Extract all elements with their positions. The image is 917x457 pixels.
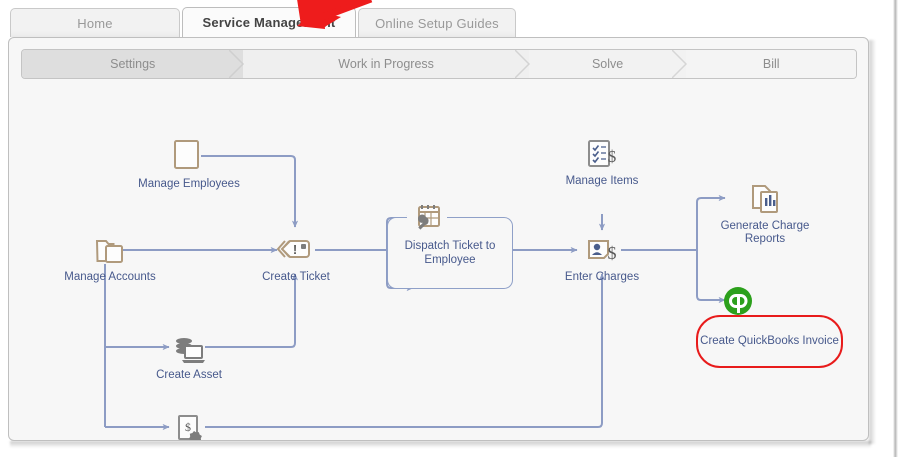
breadcrumb: Settings Work in Progress Solve Bill	[21, 49, 857, 79]
node-label: Dispatch Ticket to Employee	[404, 240, 496, 266]
ticket-tag-icon: !	[241, 230, 351, 268]
quickbooks-logo-icon	[723, 286, 753, 316]
node-label: Manage Accounts	[64, 271, 156, 283]
red-arrow-annotation-icon	[297, 0, 373, 29]
employee-card-wrench-icon	[134, 137, 244, 175]
chevron-right-icon	[672, 50, 688, 78]
breadcrumb-step-label: Settings	[110, 57, 156, 71]
breadcrumb-step-solve[interactable]: Solve	[528, 50, 688, 78]
breadcrumb-step-settings[interactable]: Settings	[22, 50, 245, 78]
asset-computer-stack-icon	[137, 328, 241, 366]
node-create-contract[interactable]: $ Create Contract	[134, 409, 244, 440]
node-label: Create Ticket	[262, 271, 330, 283]
diagram-connectors	[104, 155, 726, 431]
node-manage-accounts[interactable]: Manage Accounts	[54, 230, 166, 284]
service-management-panel: Settings Work in Progress Solve Bill	[8, 37, 869, 441]
svg-text:$: $	[185, 420, 191, 434]
breadcrumb-step-work-in-progress[interactable]: Work in Progress	[243, 50, 530, 78]
breadcrumb-step-label: Bill	[762, 57, 780, 71]
svg-text:!: !	[293, 242, 297, 257]
node-create-asset[interactable]: Create Asset	[137, 328, 241, 382]
svg-text:$: $	[608, 147, 617, 166]
node-dispatch-ticket-to-employee[interactable]: Dispatch Ticket to Employee	[387, 217, 513, 289]
panel-shadow-right	[869, 40, 876, 444]
checklist-dollar-icon: $	[549, 134, 655, 172]
node-create-quickbooks-invoice[interactable]: Create QuickBooks Invoice	[696, 315, 843, 368]
node-label: Enter Charges	[564, 271, 640, 283]
node-generate-charge-reports[interactable]: Generate Charge Reports	[703, 179, 827, 246]
panel-shadow-bottom	[10, 441, 871, 448]
node-label: Create Asset	[156, 369, 222, 381]
node-enter-charges[interactable]: $ Enter Charges	[546, 230, 658, 284]
node-label: Generate Charge Reports	[720, 220, 810, 245]
tab-home[interactable]: Home	[10, 8, 180, 37]
chevron-right-icon	[514, 50, 530, 78]
tab-online-setup-guides[interactable]: Online Setup Guides	[358, 8, 516, 37]
node-create-ticket[interactable]: ! Create Ticket	[241, 230, 351, 284]
breadcrumb-step-label: Solve	[591, 57, 624, 71]
node-label: Manage Items	[565, 175, 639, 187]
charge-person-dollar-icon: $	[546, 230, 658, 268]
svg-text:$: $	[608, 243, 617, 263]
node-manage-employees[interactable]: Manage Employees	[134, 137, 244, 191]
account-folder-person-icon	[54, 230, 166, 268]
chevron-right-icon	[229, 50, 245, 78]
window-edge-divider	[893, 0, 898, 457]
contract-dollar-seal-icon: $	[134, 409, 244, 440]
node-label: Manage Employees	[138, 178, 240, 190]
node-manage-items[interactable]: $ Manage Items	[549, 134, 655, 188]
breadcrumb-step-label: Work in Progress	[338, 57, 434, 71]
tab-strip: Home Service Management Online Setup Gui…	[0, 7, 917, 38]
calendar-wrench-icon	[407, 201, 447, 235]
breadcrumb-step-bill[interactable]: Bill	[686, 50, 856, 78]
workflow-diagram: Manage Employees Manage Accounts	[9, 82, 868, 440]
node-label: Create QuickBooks Invoice	[700, 335, 839, 347]
report-documents-chart-icon	[703, 179, 827, 217]
